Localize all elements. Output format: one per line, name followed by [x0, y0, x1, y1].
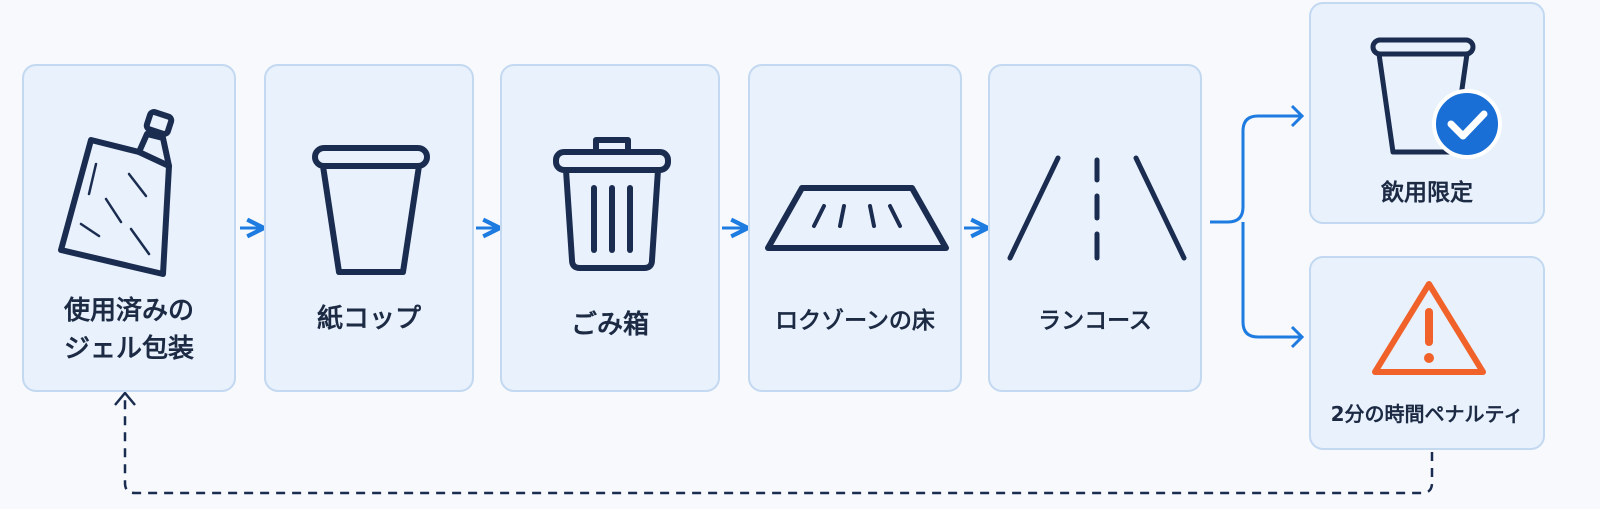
cup-check-icon — [1370, 32, 1502, 160]
branch-arrows — [1210, 114, 1302, 339]
step-card-run-course: ランコース — [988, 64, 1202, 392]
paper-cup-icon — [309, 142, 433, 280]
step-label: ごみ箱 — [570, 310, 649, 340]
outcome-label: 2分の時間ペナルティ — [1330, 402, 1524, 426]
step-card-loc-zone-floor: ロクゾーンの床 — [748, 64, 962, 392]
trash-can-icon — [552, 134, 672, 274]
outcome-card-drinking-only: 飲用限定 — [1309, 2, 1545, 224]
outcome-label: 飲用限定 — [1381, 180, 1473, 206]
step-card-trash-can: ごみ箱 — [500, 64, 720, 392]
step-label: 使用済みの ジェル包装 — [63, 296, 194, 364]
outcome-card-time-penalty: 2分の時間ペナルティ — [1309, 256, 1545, 450]
step-card-paper-cup: 紙コップ — [264, 64, 474, 392]
step-label: 紙コップ — [316, 304, 421, 334]
warning-icon — [1369, 278, 1489, 378]
step-label: ロクゾーンの床 — [775, 308, 935, 334]
loc-zone-floor-icon — [764, 182, 950, 254]
step-card-gel-pouch: 使用済みの ジェル包装 — [22, 64, 236, 392]
run-course-icon — [1006, 152, 1188, 264]
gel-pouch-icon — [51, 104, 211, 284]
return-loop-arrow — [123, 399, 1434, 495]
step-label: ランコース — [1038, 308, 1152, 334]
